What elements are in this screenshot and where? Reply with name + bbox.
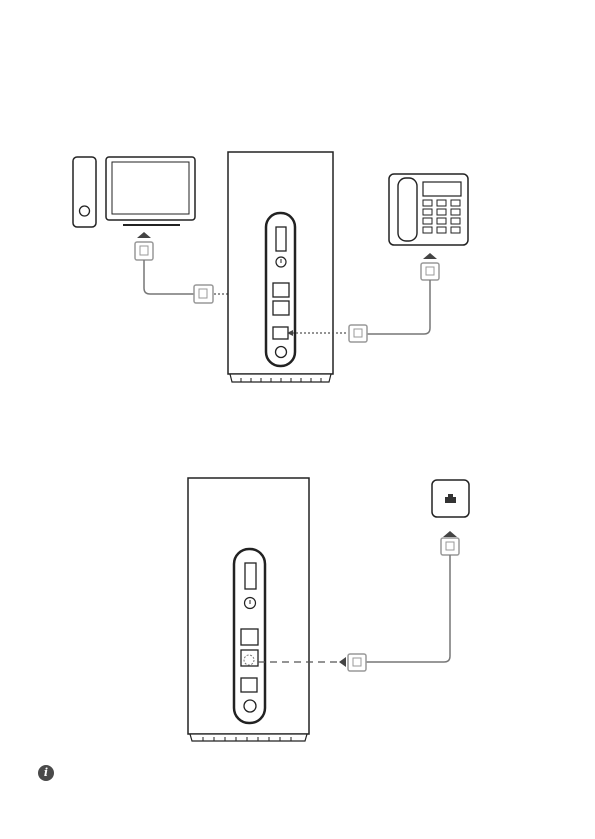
phone-cable (367, 280, 430, 334)
figure-wall-lan (188, 478, 469, 741)
power-button-icon (276, 257, 286, 267)
arrow-up-icon (443, 531, 457, 537)
lan-port (273, 283, 289, 297)
wall-network-jack-icon (432, 480, 469, 517)
figure-computer-phone (73, 152, 468, 382)
power-jack (244, 700, 256, 712)
phone-connector-icon (421, 263, 439, 280)
ethernet-cable (144, 260, 194, 294)
arrow-up-icon (137, 232, 151, 238)
wan-port (241, 650, 258, 666)
router-device (188, 478, 309, 741)
telephone-icon (389, 174, 468, 245)
computer-tower-icon (73, 157, 96, 227)
arrow-left-icon (339, 657, 346, 667)
ethernet-connector-icon (194, 285, 213, 303)
info-icon: i (38, 765, 54, 781)
ethernet-connector-icon (135, 242, 153, 260)
tel-port (273, 327, 288, 339)
ethernet-cable (366, 555, 450, 662)
phone-connector-icon (349, 325, 367, 342)
ethernet-connector-icon (441, 538, 459, 555)
wan-port (273, 301, 289, 315)
power-jack (276, 347, 287, 358)
lan-port (241, 629, 258, 645)
power-button-icon (245, 598, 256, 609)
arrow-up-icon (423, 253, 437, 259)
tel-port (241, 678, 257, 692)
ethernet-connector-icon (348, 654, 366, 671)
router-device (228, 152, 333, 382)
computer-monitor-icon (106, 157, 195, 225)
